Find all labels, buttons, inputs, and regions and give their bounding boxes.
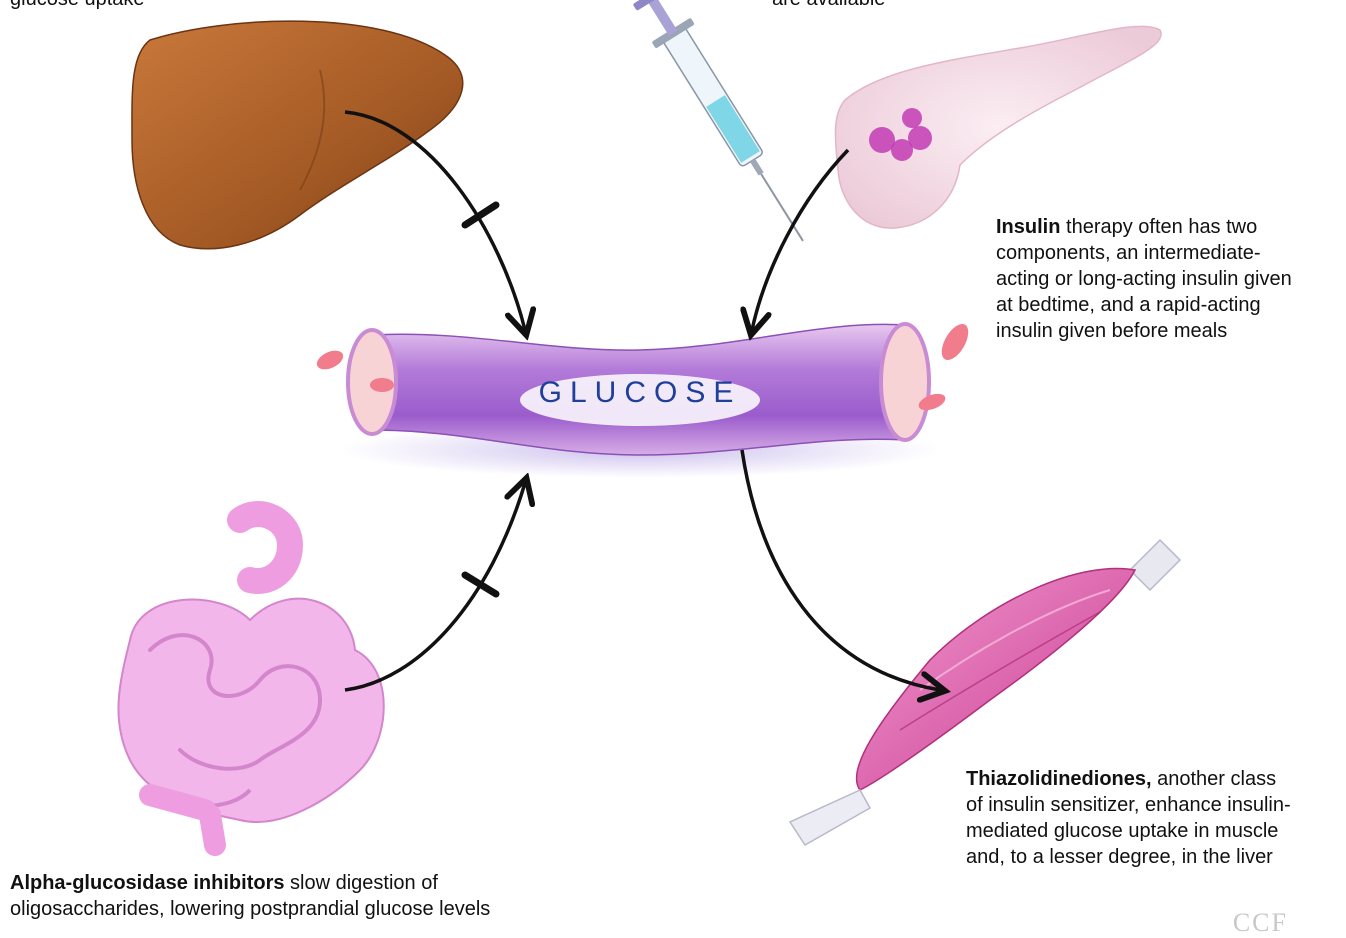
tzd-note-bold: Thiazolidinediones,	[966, 768, 1152, 790]
tzd-note: Thiazolidinediones, another class of ins…	[966, 766, 1336, 870]
liver-note: glucose uptake	[10, 0, 145, 12]
intestine-illustration	[118, 514, 383, 845]
insulin-note: Insulin therapy often has two components…	[996, 214, 1341, 344]
agi-note-bold: Alpha-glucosidase inhibitors	[10, 872, 284, 894]
tzd-note-line-3: mediated glucose uptake in muscle	[966, 820, 1278, 842]
liver-note-tail: glucose uptake	[10, 0, 145, 10]
insulin-preparations-note: are available	[772, 0, 885, 12]
agi-note-line-2: oligosaccharides, lowering postprandial …	[10, 898, 490, 920]
pancreas-illustration	[835, 26, 1161, 228]
alpha-glucosidase-note: Alpha-glucosidase inhibitors slow digest…	[10, 870, 570, 922]
tzd-note-line-2: of insulin sensitizer, enhance insulin-	[966, 794, 1291, 816]
liver-illustration	[132, 21, 463, 249]
insulin-note-line-2: components, an intermediate-	[996, 242, 1261, 264]
insulin-preparations-note-tail: are available	[772, 0, 885, 10]
tzd-note-line-1: another class	[1152, 768, 1277, 790]
insulin-note-bold: Insulin	[996, 216, 1060, 238]
syringe-illustration	[629, 0, 822, 253]
insulin-note-line-3: acting or long-acting insulin given	[996, 268, 1292, 290]
glucose-label: GLUCOSE	[520, 376, 760, 410]
agi-note-line-1: slow digestion of	[284, 872, 437, 894]
insulin-note-line-1: therapy often has two	[1060, 216, 1257, 238]
insulin-note-line-5: insulin given before meals	[996, 320, 1227, 342]
tzd-note-line-4: and, to a lesser degree, in the liver	[966, 846, 1273, 868]
ccf-logo: CCF	[1233, 908, 1288, 938]
insulin-note-line-4: at bedtime, and a rapid-acting	[996, 294, 1261, 316]
